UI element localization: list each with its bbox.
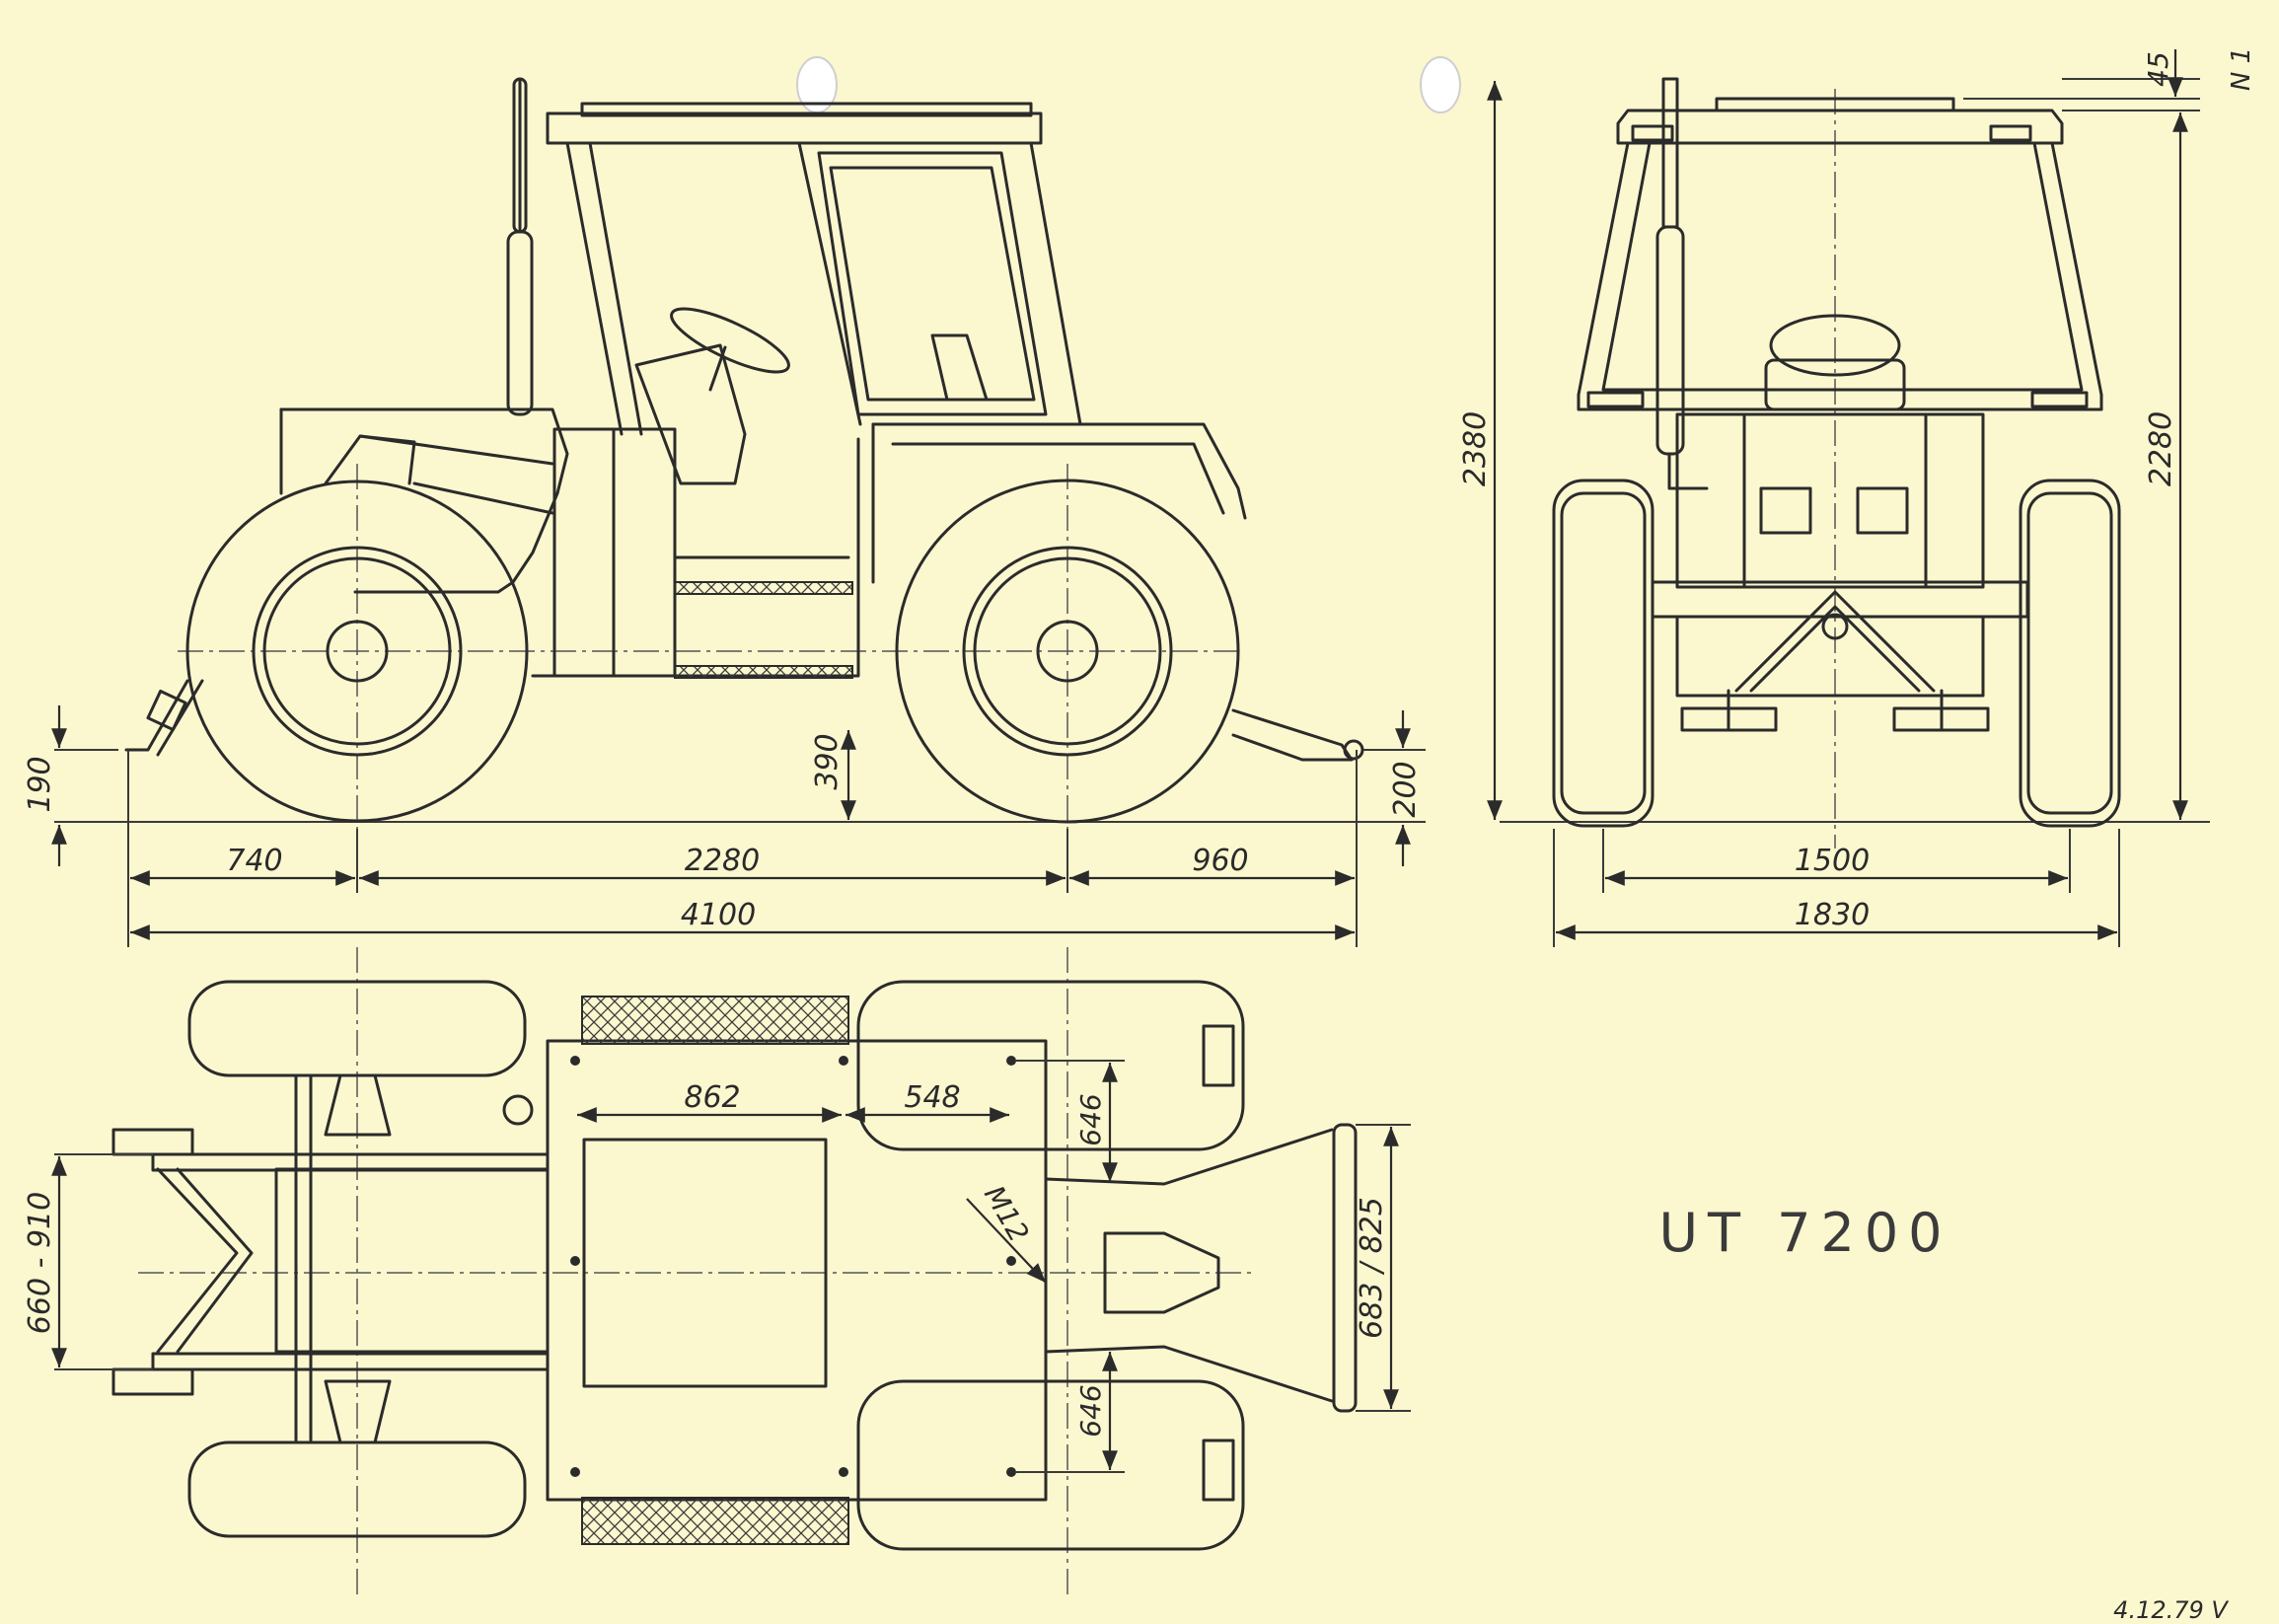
bolt-markers — [570, 1056, 1016, 1477]
corner-mark: N 1 — [2227, 47, 2256, 91]
dim-overall-height: 2380 — [1458, 411, 1493, 486]
dim-bolt-span-a: 862 — [684, 1080, 740, 1115]
punch-hole — [1420, 56, 1461, 113]
dim-front-overhang: 740 — [226, 844, 282, 878]
dim-roof-extra: 45 — [2142, 51, 2174, 87]
bottom-note: 4.12.79 V — [2113, 1596, 2229, 1624]
top-view — [111, 947, 1358, 1598]
side-view — [54, 77, 1426, 888]
side-view-dimensions: 740 2280 960 4100 190 390 200 — [23, 705, 1426, 947]
dim-ground-clearance: 390 — [810, 733, 845, 789]
dim-bolt-thread: M12 — [978, 1180, 1035, 1247]
dim-front-hitch-height: 190 — [23, 756, 57, 812]
dim-rear-hitch-height: 200 — [1388, 761, 1423, 817]
rear-view — [1500, 77, 2210, 849]
dim-wheelbase: 2280 — [685, 844, 760, 878]
dim-front-axle-range: 660 - 910 — [23, 1192, 57, 1334]
dim-bolt-offset-top: 646 — [1074, 1093, 1107, 1145]
dim-drawbar-range: 683 / 825 — [1355, 1197, 1389, 1339]
rear-wheel — [185, 480, 529, 823]
dim-track-width: 1500 — [1795, 844, 1870, 878]
dim-bolt-span-b: 548 — [904, 1080, 960, 1115]
rear-view-dimensions: 45 2380 2280 1500 1830 — [1458, 49, 2200, 947]
dim-bolt-offset-bottom: 646 — [1074, 1384, 1107, 1437]
top-view-dimensions: 660 - 910 862 548 646 646 M12 683 / 825 — [23, 1060, 1411, 1473]
drawing-title: UT 7200 — [1658, 1202, 1951, 1264]
front-wheel — [895, 479, 1240, 824]
dim-cab-height: 2280 — [2144, 411, 2178, 486]
dim-overall-length: 4100 — [681, 898, 756, 932]
dim-rear-overhang: 960 — [1192, 844, 1248, 878]
dim-overall-width: 1830 — [1795, 898, 1870, 932]
